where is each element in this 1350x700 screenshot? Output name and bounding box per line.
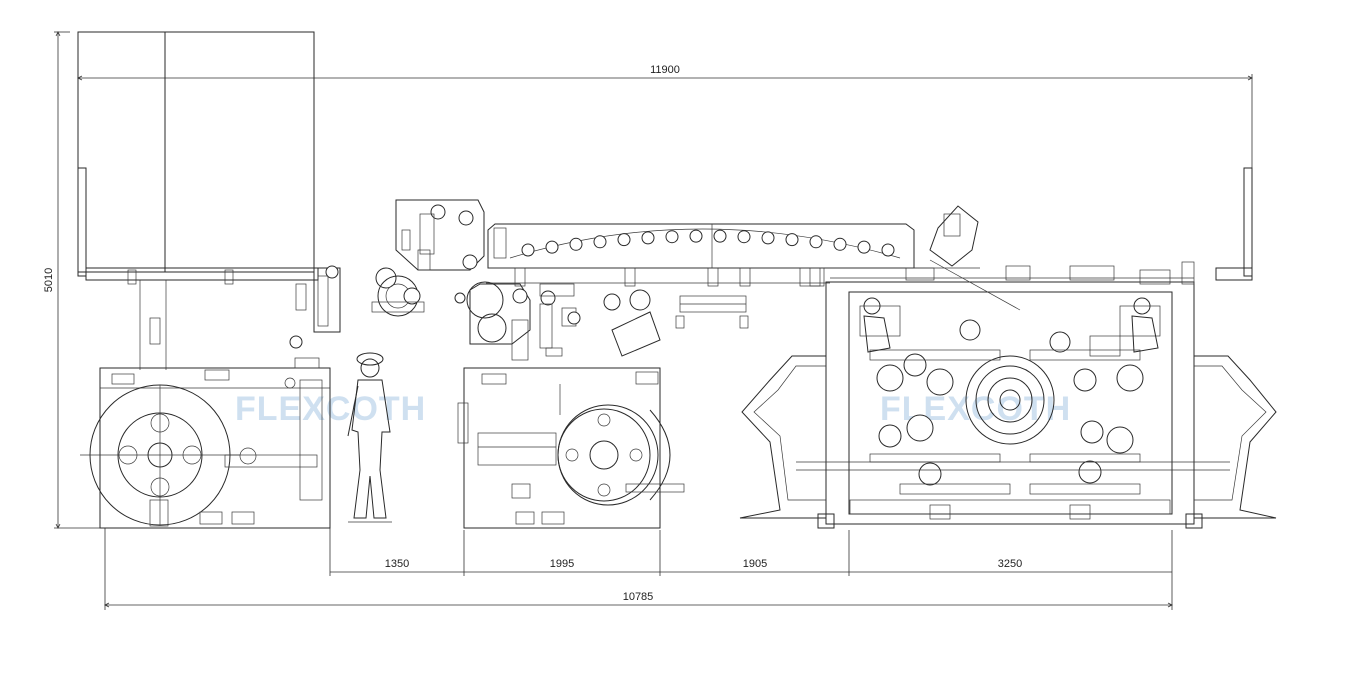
guide-roller [521, 243, 535, 257]
dimension-lines [54, 31, 1253, 610]
guide-roller [641, 231, 655, 245]
right-upright [1215, 167, 1253, 281]
guide-roller [785, 233, 799, 247]
guide-roller [545, 240, 559, 254]
guide-roller [617, 233, 631, 247]
guide-rollers [521, 229, 895, 257]
overhead-frame [77, 31, 319, 370]
side-frames [739, 355, 1277, 529]
coating-head-1 [289, 199, 485, 349]
guide-roller [809, 235, 823, 249]
dim-seg-4: 3250 [998, 558, 1022, 570]
guide-roller [881, 243, 895, 257]
watermark-left: FLEXCOTH [235, 390, 426, 428]
guide-roller [713, 229, 727, 243]
guide-roller [689, 229, 703, 243]
dim-seg-2: 1995 [550, 558, 574, 570]
dim-seg-1: 1350 [385, 558, 409, 570]
dim-base-length: 10785 [623, 591, 654, 603]
guide-roller [761, 231, 775, 245]
guide-roller [569, 237, 583, 251]
guide-roller [857, 240, 871, 254]
roller-bridge [486, 223, 980, 357]
operator-figure-left-cabin [863, 297, 891, 353]
operator-figure-main [347, 352, 392, 523]
guide-roller [833, 237, 847, 251]
dim-overall-height: 5010 [43, 268, 55, 292]
guide-roller [737, 230, 751, 244]
guide-roller [665, 230, 679, 244]
unwinder-section [80, 357, 331, 529]
lamination-cabin [796, 205, 1230, 525]
dim-overall-width: 11900 [650, 64, 680, 76]
guide-roller [593, 235, 607, 249]
dim-seg-3: 1905 [743, 558, 767, 570]
coating-head-2 [454, 281, 581, 361]
rewinder-section [457, 367, 685, 529]
operator-figure-right-cabin [1131, 297, 1159, 353]
